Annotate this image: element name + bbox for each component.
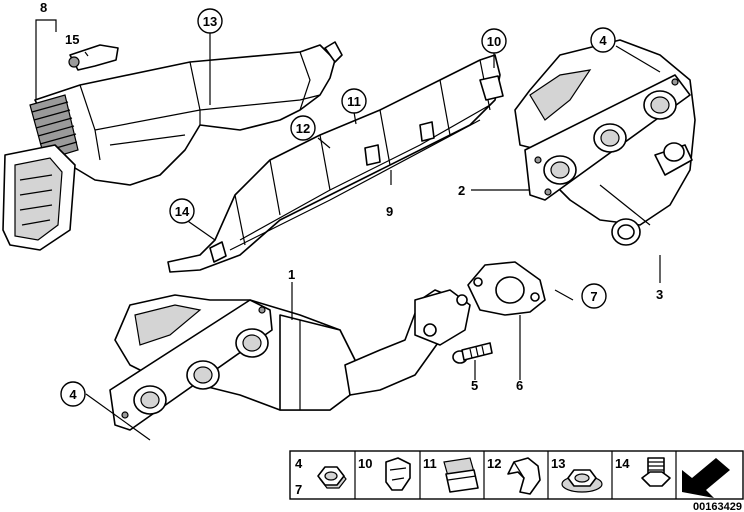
spring-clip-icon — [385, 457, 411, 491]
callout-1-label: 1 — [288, 267, 295, 282]
leader-lines — [35, 19, 661, 441]
callout-4-bottom: 4 — [60, 381, 86, 407]
table-cell-cable-clip: 12 — [487, 456, 541, 495]
callout-12: 12 — [290, 115, 316, 141]
callout-12-label: 12 — [296, 121, 310, 136]
callout-14: 14 — [169, 198, 195, 224]
callout-5: 5 — [471, 378, 478, 393]
table-cell-spring-clip-label: 10 — [358, 456, 372, 471]
callout-3: 3 — [656, 287, 663, 302]
table-cell-bolt: 14 — [615, 456, 671, 487]
callout-1: 1 — [288, 267, 295, 282]
table-cell-cable-clip-label: 12 — [487, 456, 501, 471]
callout-4-top: 4 — [590, 27, 616, 53]
callout-14-label: 14 — [175, 204, 190, 219]
callout-2: 2 — [458, 183, 465, 198]
callout-13: 13 — [197, 8, 223, 34]
callout-2-label: 2 — [458, 183, 465, 198]
bolt-icon — [641, 457, 671, 487]
callout-11: 11 — [341, 88, 367, 114]
flange-gasket-part — [467, 261, 546, 316]
callout-6-label: 6 — [516, 378, 523, 393]
callout-8: 8 — [40, 0, 47, 15]
callout-3-label: 3 — [656, 287, 663, 302]
table-cell-arrow — [682, 458, 730, 498]
intake-opening — [2, 144, 76, 251]
table-cell-flange-nut-label: 13 — [551, 456, 565, 471]
callout-7-diagram: 7 — [581, 283, 607, 309]
callout-8-label: 8 — [40, 0, 47, 15]
table-cell-flange-nut: 13 — [551, 456, 603, 493]
table-cell-nut-label-top: 4 — [295, 456, 303, 471]
bolt-part — [452, 342, 493, 364]
air-duct-part — [2, 41, 343, 251]
table-cell-clip-nut: 11 — [423, 456, 479, 493]
callout-4-top-label: 4 — [599, 33, 607, 48]
cable-clip-icon — [507, 457, 541, 495]
corrugated-hose — [29, 94, 79, 161]
parts-table: 4 7 10 11 12 — [289, 450, 744, 500]
callout-13-label: 13 — [203, 14, 217, 29]
table-cell-bolt-label: 14 — [615, 456, 630, 471]
callout-9: 9 — [386, 204, 393, 219]
manifold-top-part — [514, 39, 696, 226]
arrow-icon — [682, 458, 730, 498]
bracket-part — [209, 241, 227, 263]
clip-nut-icon — [443, 457, 479, 493]
callout-11-label: 11 — [347, 94, 361, 109]
callout-7-label: 7 — [590, 289, 597, 304]
heat-shield-part — [167, 54, 504, 273]
callout-9-label: 9 — [386, 204, 393, 219]
callout-15: 15 — [65, 32, 79, 47]
callout-5-label: 5 — [471, 378, 478, 393]
flange-nut-icon — [561, 469, 603, 493]
hex-nut-icon — [317, 466, 347, 489]
gasket-ring-part — [611, 218, 641, 246]
manifold-bottom-part — [109, 289, 471, 431]
callout-6: 6 — [516, 378, 523, 393]
duct-clip-part — [68, 44, 119, 71]
table-cell-nut: 4 7 — [295, 456, 347, 497]
table-cell-nut-label-bottom: 7 — [295, 482, 302, 497]
callout-15-label: 15 — [65, 32, 79, 47]
callout-10-label: 10 — [487, 34, 501, 49]
table-cell-clip-nut-label: 11 — [423, 456, 437, 471]
callout-10: 10 — [481, 28, 507, 54]
table-cell-spring-clip: 10 — [358, 456, 411, 491]
diagram-id: 00163429 — [693, 501, 742, 512]
callout-4-bottom-label: 4 — [69, 387, 77, 402]
